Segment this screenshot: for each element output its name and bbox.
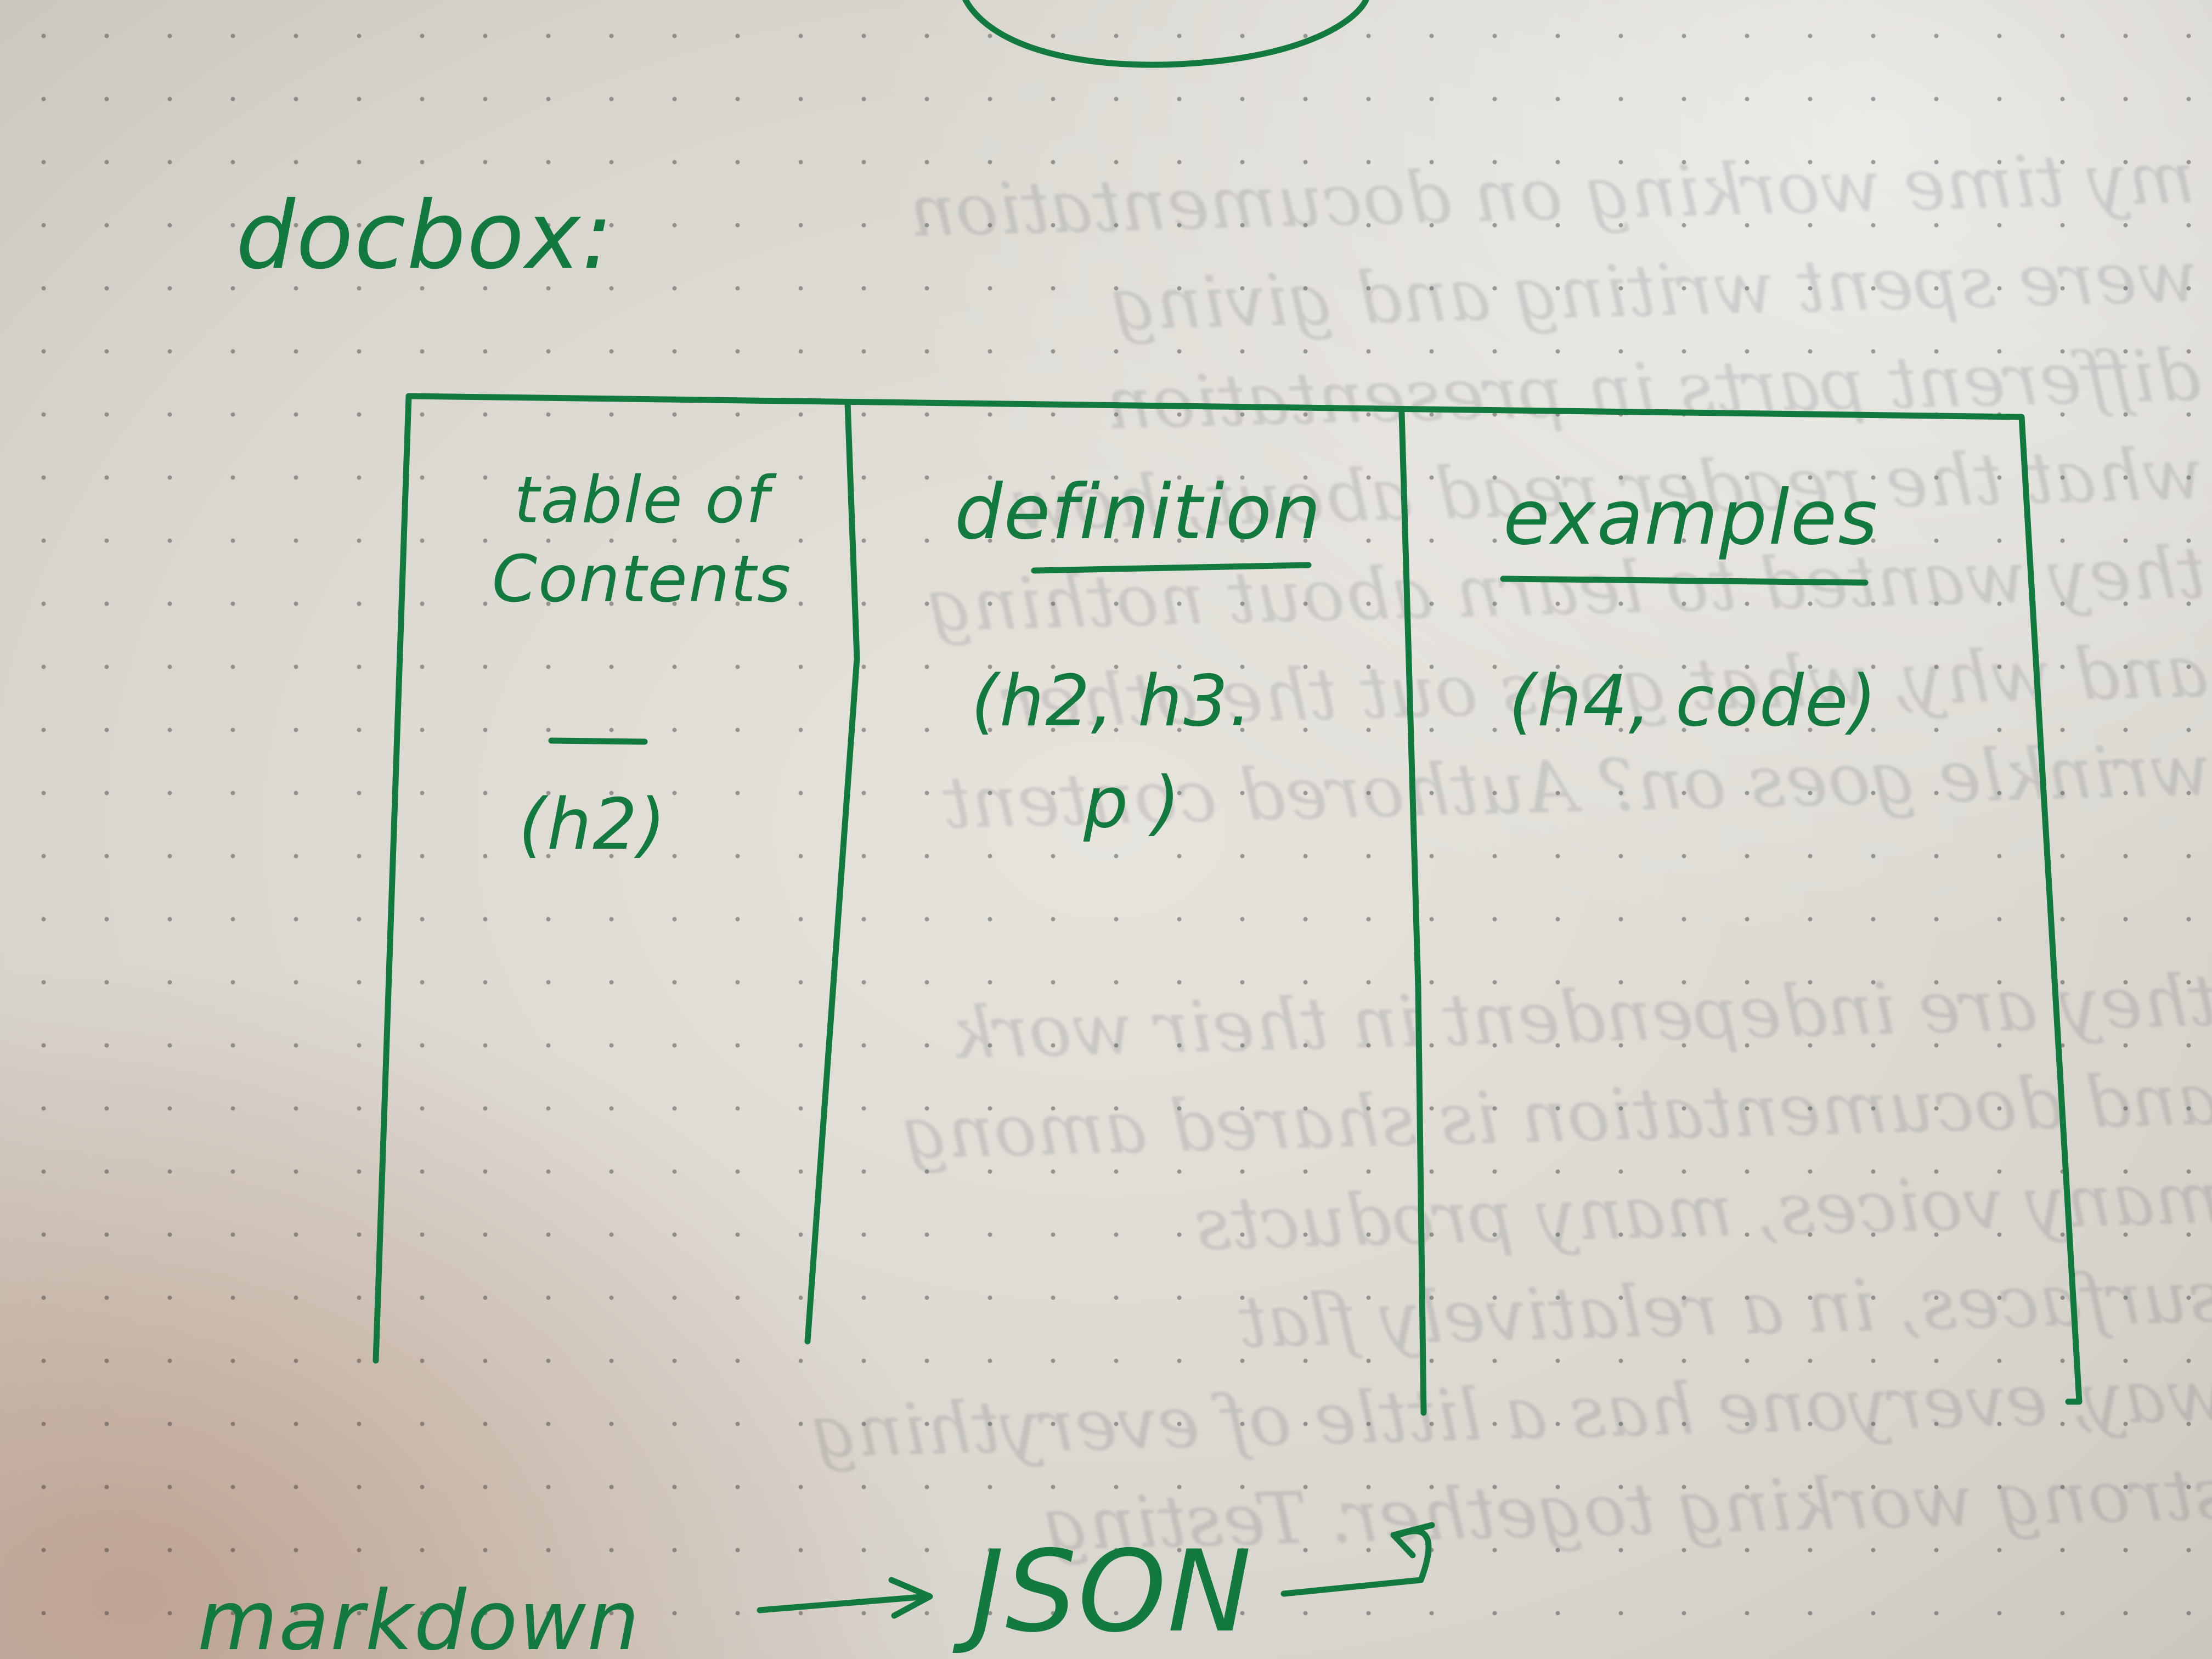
column-heading-definition: definition <box>955 468 1322 556</box>
examples-underline <box>1500 575 1869 586</box>
definition-underline <box>1031 562 1312 574</box>
column-tags-definition-line-2: p ) <box>1084 762 1181 844</box>
column-tags-examples: (h4, code) <box>1509 661 1878 742</box>
column-tags-table-of-contents: (h2) <box>518 784 667 866</box>
column-divider-1 <box>804 400 860 1345</box>
flow-arrow-2 <box>1280 1522 1435 1597</box>
top-loop-stroke <box>962 0 1369 68</box>
column-heading-examples: examples <box>1503 473 1879 562</box>
column-divider-2 <box>1398 409 1427 1416</box>
docbox-title: docbox: <box>236 182 614 290</box>
column-heading-table-of-contents: table of Contents <box>492 462 792 617</box>
flow-target-json: JSON <box>971 1527 1253 1657</box>
docbox-frame <box>373 393 2083 1405</box>
flow-source-markdown: markdown <box>198 1573 641 1659</box>
flow-arrow-1 <box>757 1577 933 1619</box>
column-tags-definition-line-1: (h2, h3. <box>971 661 1253 742</box>
contents-underline <box>548 737 648 745</box>
